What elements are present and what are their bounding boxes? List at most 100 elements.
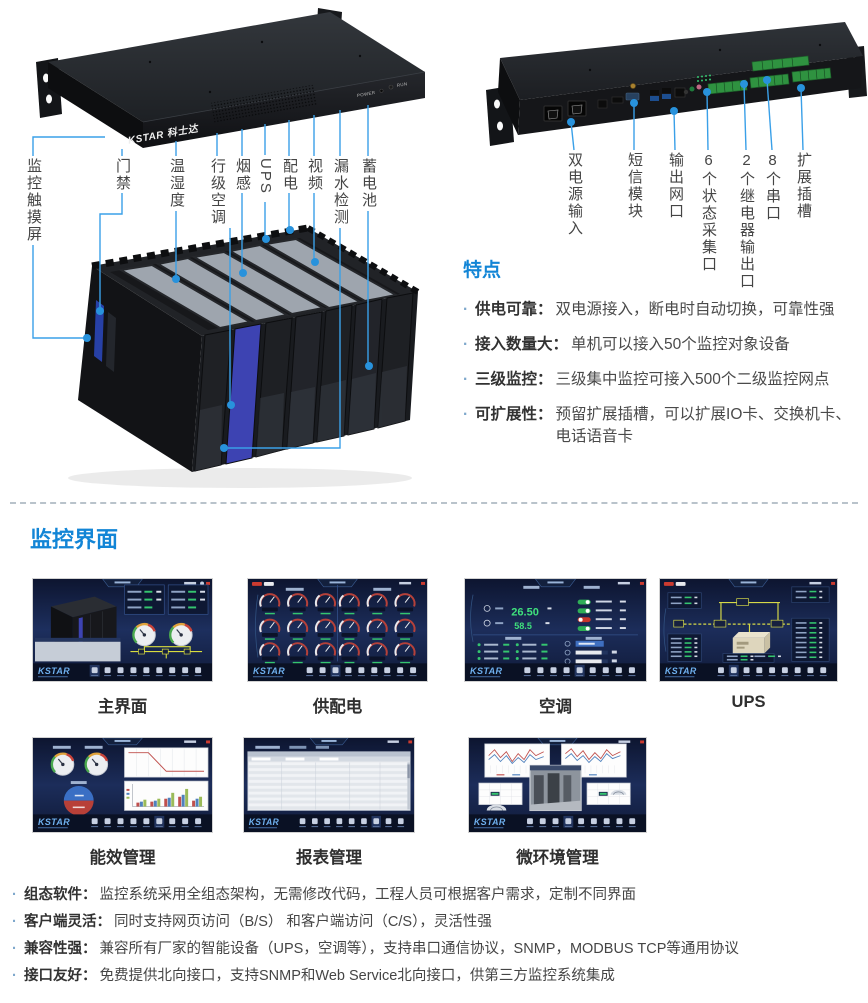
label-dual-power-input: 双电源输入 (566, 152, 583, 237)
mini-line-chart (124, 747, 209, 778)
rear-device-image (486, 22, 867, 146)
mini-camera-view (529, 764, 582, 812)
svg-text:KSTAR: KSTAR (253, 666, 285, 676)
humidity-value: 58.5 (514, 621, 532, 631)
caption-energy-management: 能效管理 (89, 849, 156, 867)
mini-table (247, 751, 411, 811)
note-item: 组态软件：监控系统采用全组态架构，无需修改代码，工程人员可根据客户需求，定制不同… (0, 882, 868, 909)
screenshot-main-interface: KSTAR 主界面 (32, 578, 213, 717)
mini-ups-device (732, 631, 771, 654)
svg-text:KSTAR: KSTAR (249, 817, 280, 827)
mini-setpoint-rows (564, 640, 617, 665)
label-serial-ports: 8个串口 (764, 152, 781, 222)
section-divider (10, 502, 858, 504)
feature-item: 接入数量大：单机可以接入50个监控对象设备 (463, 334, 865, 356)
svg-text:KSTAR: KSTAR (38, 666, 70, 676)
svg-text:KSTAR: KSTAR (470, 666, 503, 676)
front-callout-lines (32, 105, 373, 452)
kstar-toolbar: KSTAR (33, 663, 212, 681)
features-section: 特点 供电可靠：双电源接入，断电时自动切换，可靠性强 接入数量大：单机可以接入5… (463, 255, 865, 461)
screenshot-report-management: KSTAR 报表管理 (243, 737, 415, 868)
svg-text:KSTAR: KSTAR (38, 817, 70, 827)
kstar-toolbar: KSTAR (465, 663, 646, 681)
monitor-section-title: 监控界面 (30, 527, 119, 552)
caption-report-management: 报表管理 (296, 849, 362, 867)
label-relay-outputs: 2个继电器输出口 (738, 152, 755, 290)
mini-dome-sensors (486, 789, 627, 811)
mini-blank-panel (34, 641, 121, 662)
rack-row-image (68, 224, 420, 488)
screenshot-energy-management: KSTAR 能效管理 (32, 737, 213, 868)
label-output-lan: 输出网口 (667, 152, 684, 220)
run-led-icon (388, 84, 394, 90)
mini-trend-charts (484, 743, 627, 778)
mini-data-panels (124, 584, 209, 615)
bullet-icon (12, 940, 24, 959)
label-temp-humidity: 温湿度 (168, 158, 185, 209)
mini-bar-chart (124, 780, 209, 811)
end-door-detail (106, 312, 116, 372)
roof-panels (118, 237, 399, 330)
note-item: 兼容性强：兼容所有厂家的智能设备（UPS，空调等），支持串口通信协议，SNMP，… (0, 936, 868, 963)
run-led-label: RUN (396, 81, 407, 88)
mini-status-rows (477, 643, 548, 660)
note-item: 接口友好：免费提供北向接口，支持SNMP和Web Service北向接口，供第三… (0, 963, 868, 990)
screenshot-power-distribution: KSTAR 供配电 (247, 578, 428, 717)
feature-item: 可扩展性：预留扩展插槽，可以扩展IO卡、交换机卡、电话语音卡 (463, 404, 865, 448)
mini-toggles (577, 599, 626, 631)
bullet-icon (12, 886, 24, 905)
rear-panel-figure: 双电源输入 短信模块 输出网口 6个状态采集口 2个继电器输出口 8个串口 扩展… (440, 0, 868, 340)
front-panel-figure: KSTAR 科士达 POWER RUN (0, 0, 440, 500)
caption-main-interface: 主界面 (97, 698, 148, 716)
svg-text:KSTAR: KSTAR (474, 817, 506, 827)
screenshot-air-conditioning: 26.50 58.5 (464, 578, 647, 717)
label-sms-module: 短信模块 (626, 152, 643, 220)
temperature-value: 26.50 (511, 606, 539, 618)
front-device-image: KSTAR 科士达 POWER RUN (36, 8, 426, 148)
rack-doors (194, 292, 414, 472)
kstar-toolbar: KSTAR (248, 663, 427, 681)
label-smoke-sensor: 烟感 (234, 158, 251, 192)
caption-microenvironment: 微环境管理 (516, 849, 599, 867)
callout-dots (567, 76, 805, 126)
caption-air-conditioning: 空调 (539, 698, 572, 716)
power-led-label: POWER (357, 90, 377, 98)
bullet-icon (463, 299, 475, 321)
notes-section: 组态软件：监控系统采用全组态架构，无需修改代码，工程人员可根据客户需求，定制不同… (0, 882, 868, 990)
label-battery: 蓄电池 (360, 158, 377, 209)
rear-ports (543, 55, 832, 122)
bullet-icon (12, 913, 24, 932)
note-item: 客户端灵活：同时支持网页访问（B/S） 和客户端访问（C/S），灵活性强 (0, 909, 868, 936)
label-row-ac: 行级空调 (209, 158, 226, 226)
label-door-access: 门禁 (114, 158, 131, 192)
terminal-blocks (707, 55, 832, 95)
antenna-connector-icon (630, 83, 636, 89)
features-title: 特点 (463, 260, 502, 281)
vent-grille (211, 84, 318, 124)
caption-ups: UPS (731, 693, 766, 711)
label-leak-detection: 漏水检测 (332, 158, 349, 226)
kstar-toolbar: KSTAR (660, 663, 837, 681)
label-expansion-slot: 扩展插槽 (795, 152, 812, 220)
caption-power-distribution: 供配电 (312, 698, 363, 716)
bullet-icon (463, 369, 475, 391)
kstar-toolbar: KSTAR (469, 814, 646, 832)
screenshot-microenvironment: KSTAR 微环境管理 (468, 737, 647, 868)
label-power-distribution: 配电 (281, 158, 298, 192)
door-mesh (195, 366, 407, 471)
label-status-ports: 6个状态采集口 (700, 152, 717, 273)
touchscreen-glow (94, 300, 104, 362)
label-touchscreen: 监控触摸屏 (25, 158, 42, 243)
feature-item: 供电可靠：双电源接入，断电时自动切换，可靠性强 (463, 299, 865, 321)
callout-dots (83, 226, 373, 452)
bullet-icon (463, 334, 475, 356)
bullet-icon (12, 967, 24, 986)
bullet-icon (463, 404, 475, 426)
label-ups: UPS (257, 158, 274, 195)
kstar-toolbar: KSTAR (33, 814, 212, 832)
label-video: 视频 (306, 158, 323, 192)
feature-item: 三级监控：三级集中监控可接入500个二级监控网点 (463, 369, 865, 391)
kstar-toolbar: KSTAR (244, 814, 414, 832)
rear-callout-lines (567, 76, 805, 151)
